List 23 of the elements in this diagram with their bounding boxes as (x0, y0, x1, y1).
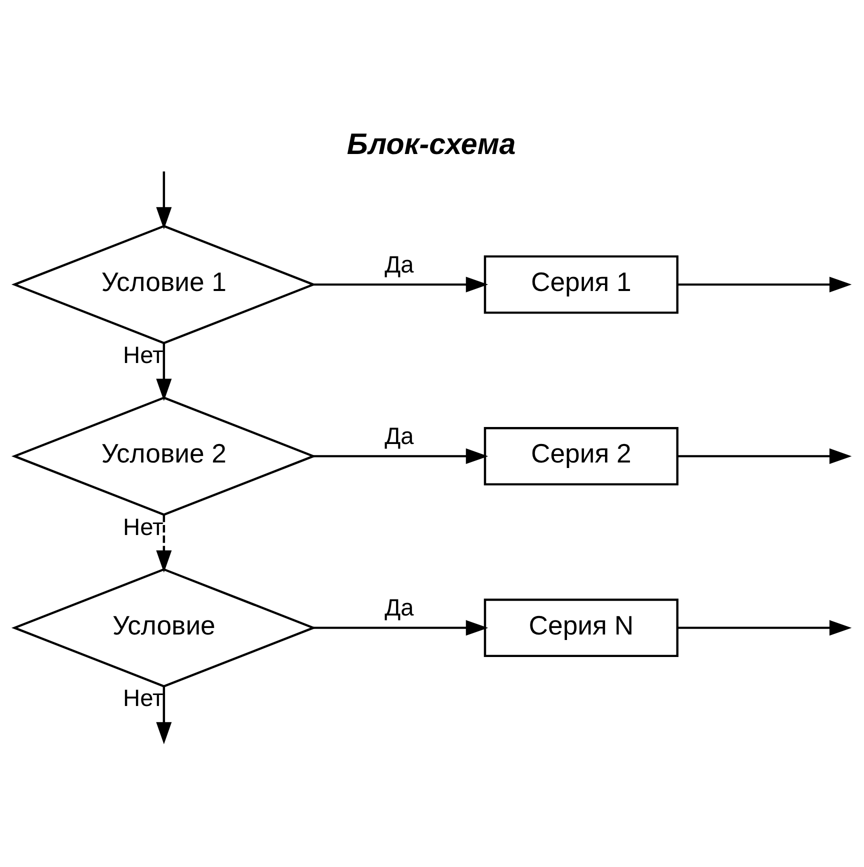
arrow (313, 620, 488, 636)
arrow (677, 276, 852, 292)
edge-label: Нет (123, 342, 164, 369)
edge-label: Нет (123, 514, 164, 540)
edge-label: Нет (123, 686, 164, 712)
arrow (313, 276, 488, 292)
edge-label: Да (384, 424, 414, 450)
edge-label: Да (384, 595, 414, 622)
edge-label: Да (384, 252, 414, 278)
arrow (156, 342, 172, 401)
arrow (156, 686, 172, 744)
arrow (677, 448, 852, 464)
node-diamond: Условие 2 (11, 396, 316, 516)
node-box: Серия N (484, 598, 678, 657)
node-diamond: Условие 1 (11, 224, 316, 344)
arrow (313, 448, 488, 464)
arrow (677, 620, 852, 636)
node-diamond: Условие (11, 568, 316, 687)
arrow (156, 170, 172, 229)
diagram-title: Блок-схема (346, 128, 516, 161)
arrow (156, 514, 172, 572)
node-box: Серия 1 (484, 254, 678, 314)
node-box: Серия 2 (484, 426, 678, 485)
